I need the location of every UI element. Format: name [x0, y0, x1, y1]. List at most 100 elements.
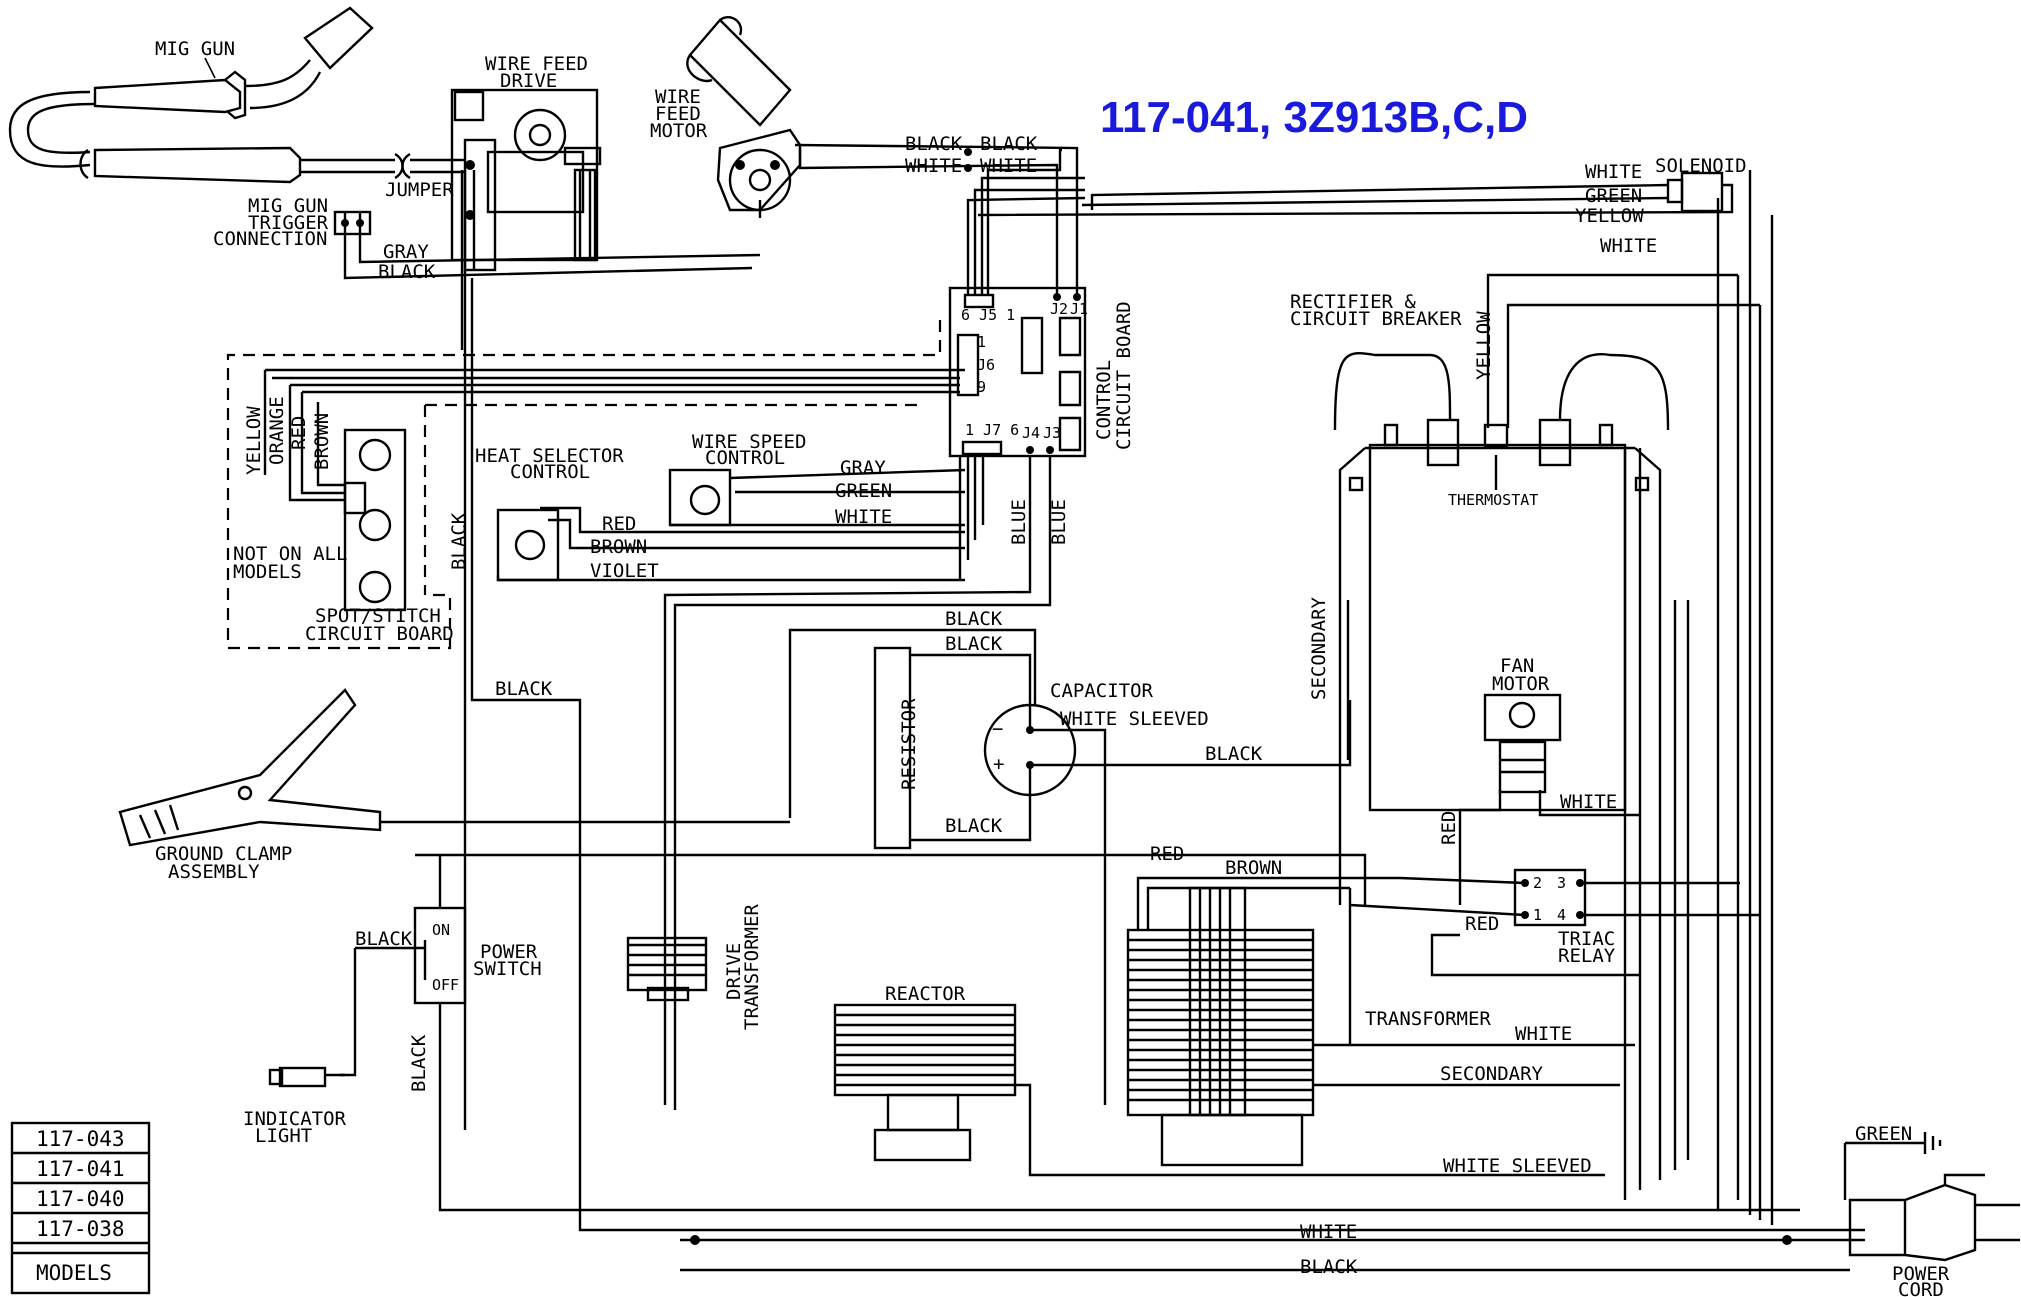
svg-text:CONNECTION: CONNECTION	[213, 228, 327, 250]
svg-text:INDICATOR: INDICATOR	[243, 1108, 347, 1130]
svg-text:1: 1	[977, 333, 986, 351]
svg-text:TRIGGER: TRIGGER	[248, 212, 329, 234]
svg-text:MOTOR: MOTOR	[650, 120, 708, 142]
svg-text:THERMOSTAT: THERMOSTAT	[1448, 491, 1538, 509]
svg-text:GRAY: GRAY	[383, 241, 429, 263]
svg-text:RECTIFIER &: RECTIFIER &	[1290, 291, 1416, 313]
svg-text:4: 4	[1557, 906, 1566, 924]
svg-text:TRANSFORMER: TRANSFORMER	[741, 904, 763, 1030]
svg-text:−: −	[992, 718, 1003, 740]
svg-text:J4: J4	[1022, 424, 1040, 442]
svg-text:BLUE: BLUE	[1048, 499, 1070, 545]
drive-transformer: DRIVE TRANSFORMER	[626, 904, 763, 1030]
svg-text:3: 3	[1557, 874, 1566, 892]
svg-text:SECONDARY: SECONDARY	[1440, 1063, 1544, 1085]
svg-text:J6: J6	[977, 356, 995, 374]
resistor: RESISTOR BLACK BLACK	[873, 633, 1032, 850]
svg-text:BLACK: BLACK	[1205, 743, 1263, 765]
svg-text:MOTOR: MOTOR	[1492, 673, 1550, 695]
wire-feed-motor: WIRE FEED MOTOR	[650, 15, 802, 218]
svg-text:BLACK: BLACK	[378, 261, 436, 283]
svg-text:+: +	[993, 753, 1004, 775]
svg-text:BLACK: BLACK	[408, 1034, 430, 1092]
svg-text:J2: J2	[1050, 300, 1068, 318]
svg-text:BLACK: BLACK	[980, 133, 1038, 155]
svg-text:HEAT SELECTOR: HEAT SELECTOR	[475, 445, 624, 467]
model-row: 117-038	[36, 1217, 125, 1241]
indicator-light: INDICATOR LIGHT	[243, 1066, 347, 1147]
models-header: MODELS	[36, 1261, 112, 1285]
heat-selector: HEAT SELECTOR CONTROL RED BROWN VIOLET	[475, 445, 965, 582]
fan-motor: FAN MOTOR WHITE RED	[1438, 655, 1640, 905]
svg-text:MODELS: MODELS	[233, 561, 302, 583]
svg-text:CAPACITOR: CAPACITOR	[1050, 680, 1154, 702]
svg-text:BROWN: BROWN	[311, 413, 333, 470]
svg-text:SWITCH: SWITCH	[473, 958, 542, 980]
svg-text:RED: RED	[1438, 811, 1460, 845]
svg-text:WHITE: WHITE	[980, 155, 1037, 177]
svg-text:CIRCUIT BOARD: CIRCUIT BOARD	[1113, 301, 1135, 450]
svg-text:BLACK: BLACK	[945, 633, 1003, 655]
svg-text:BLACK: BLACK	[905, 133, 963, 155]
svg-text:ASSEMBLY: ASSEMBLY	[168, 861, 260, 883]
control-circuit-board: 6 J5 1 J2 J1 1 J6 9 1 J7 6 J4 J3 CONTROL…	[948, 286, 1135, 458]
svg-text:POWER: POWER	[480, 941, 538, 963]
svg-text:RED: RED	[288, 416, 310, 450]
svg-text:MIG GUN: MIG GUN	[248, 195, 328, 217]
svg-text:ON: ON	[432, 921, 450, 939]
svg-text:WHITE: WHITE	[1600, 235, 1657, 257]
svg-text:OFF: OFF	[432, 976, 459, 994]
svg-text:CONTROL: CONTROL	[705, 447, 785, 469]
svg-text:WIRE FEED: WIRE FEED	[485, 53, 588, 75]
svg-text:SECONDARY: SECONDARY	[1308, 596, 1330, 700]
svg-text:POWER: POWER	[1892, 1263, 1950, 1285]
model-row: 117-041	[36, 1157, 125, 1181]
svg-text:DRIVE: DRIVE	[500, 70, 557, 92]
svg-text:WHITE SLEEVED: WHITE SLEEVED	[1060, 708, 1209, 730]
svg-text:RESISTOR: RESISTOR	[898, 698, 920, 790]
capacitor: CAPACITOR WHITE SLEEVED − +	[983, 680, 1209, 797]
svg-text:YELLOW: YELLOW	[243, 406, 265, 475]
svg-text:LIGHT: LIGHT	[255, 1125, 312, 1147]
svg-text:9: 9	[977, 378, 986, 396]
svg-text:BLACK: BLACK	[945, 815, 1003, 837]
solenoid: WHITE SOLENOID GREEN YELLOW WHITE	[977, 155, 1747, 257]
diagram-title: 117-041, 3Z913B,C,D	[1100, 93, 1528, 142]
svg-text:REACTOR: REACTOR	[885, 983, 966, 1005]
svg-text:BLACK: BLACK	[355, 928, 413, 950]
svg-text:RED: RED	[602, 513, 636, 535]
svg-text:NOT ON ALL: NOT ON ALL	[233, 543, 347, 565]
svg-text:RELAY: RELAY	[1558, 945, 1616, 967]
svg-text:SOLENOID: SOLENOID	[1655, 155, 1747, 177]
svg-text:WHITE: WHITE	[1515, 1023, 1572, 1045]
svg-text:WHITE SLEEVED: WHITE SLEEVED	[1443, 1155, 1592, 1177]
power-switch: ON OFF POWER SWITCH BLACK	[355, 853, 1800, 1212]
svg-text:GREEN: GREEN	[1855, 1123, 1912, 1145]
svg-text:BLACK: BLACK	[448, 512, 470, 570]
svg-text:BLACK: BLACK	[1300, 1256, 1358, 1278]
svg-text:BLUE: BLUE	[1008, 499, 1030, 545]
svg-text:GRAY: GRAY	[840, 457, 886, 479]
power-cord: POWER CORD GREEN	[1843, 1123, 2020, 1297]
ground-clamp: GROUND CLAMP ASSEMBLY	[118, 688, 790, 883]
svg-text:BROWN: BROWN	[590, 536, 647, 558]
svg-text:WHITE: WHITE	[1560, 791, 1617, 813]
svg-text:RED: RED	[1150, 843, 1184, 865]
svg-text:JUMPER: JUMPER	[385, 179, 454, 201]
triac-relay: 2 3 1 4 TRIAC RELAY RED	[1349, 868, 1760, 977]
svg-text:CIRCUIT BREAKER: CIRCUIT BREAKER	[1290, 308, 1462, 330]
svg-text:CORD: CORD	[1898, 1279, 1944, 1297]
svg-text:WHITE: WHITE	[1585, 161, 1642, 183]
svg-text:1 J7 6: 1 J7 6	[965, 421, 1019, 439]
svg-text:WIRE SPEED: WIRE SPEED	[692, 431, 806, 453]
models-table: 117-043 117-041 117-040 117-038 MODELS	[10, 1121, 151, 1295]
svg-text:BLACK: BLACK	[495, 678, 553, 700]
svg-text:J1: J1	[1070, 300, 1088, 318]
svg-text:FEED: FEED	[655, 103, 701, 125]
svg-text:CONTROL: CONTROL	[510, 461, 590, 483]
svg-text:TRANSFORMER: TRANSFORMER	[1365, 1008, 1491, 1030]
main-transformer: RED BROWN TRANSFORMER WHITE SECONDARY WH…	[1126, 843, 1635, 1177]
svg-text:TRIAC: TRIAC	[1558, 928, 1615, 950]
model-row: 117-043	[36, 1127, 125, 1151]
